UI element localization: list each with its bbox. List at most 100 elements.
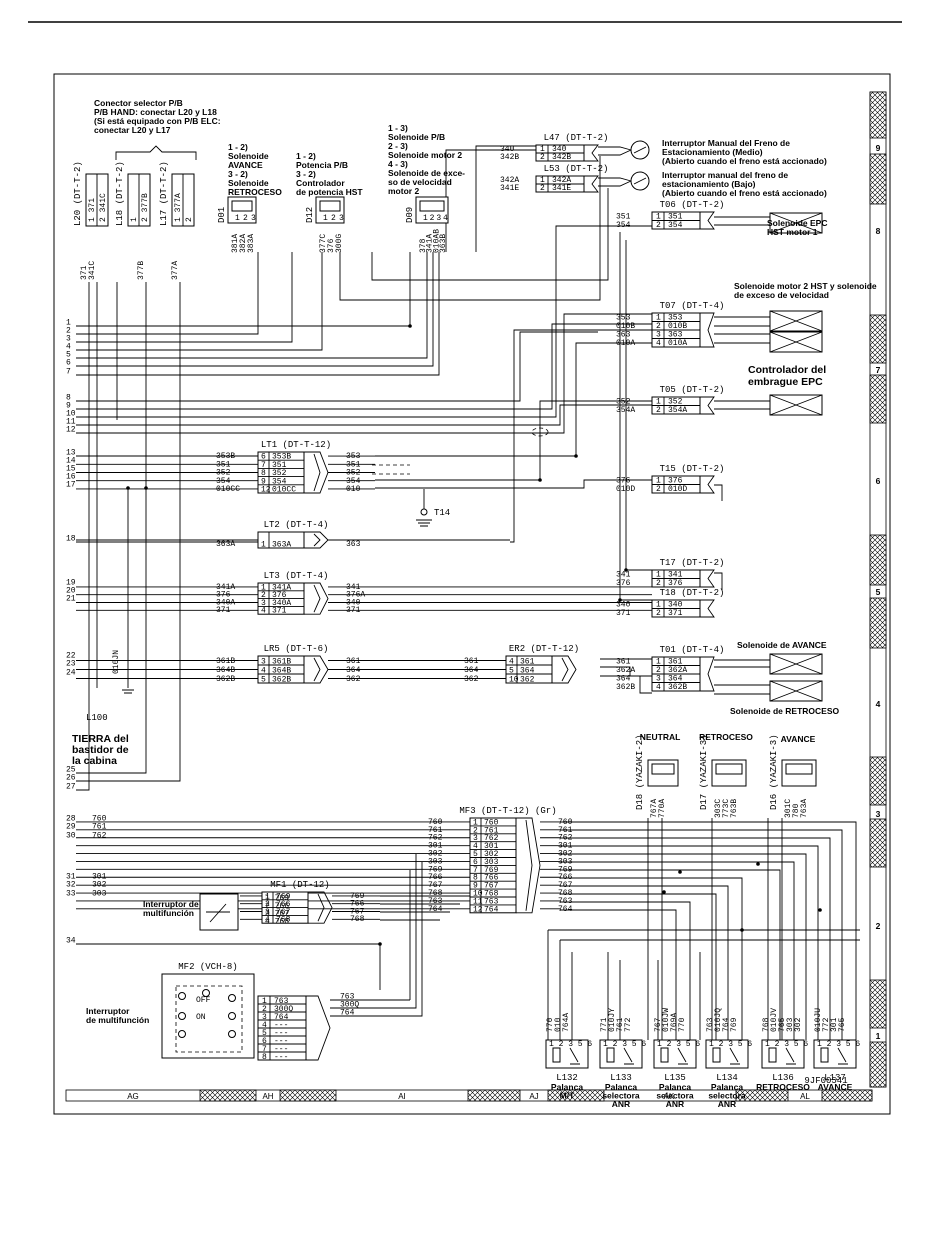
left-wire-number: 8 — [66, 394, 71, 403]
relay-pins: 1 2 3 5 6 — [817, 1040, 860, 1049]
pin-wire: 361 — [668, 658, 683, 667]
connector-body — [306, 995, 331, 1061]
wire-label: 010JQ — [714, 1008, 723, 1032]
pin-wire: 762 — [484, 834, 499, 843]
wire-label: 763B — [730, 799, 739, 818]
left-wire-number: 16 — [66, 473, 76, 482]
connector-body — [700, 211, 715, 230]
wire-label: 010 — [554, 1017, 563, 1032]
left-wire-number: 13 — [66, 449, 76, 458]
wire-label: 765 — [838, 1017, 847, 1032]
pin-number: 1 — [261, 541, 266, 550]
grid-column-label: AI — [398, 1092, 406, 1101]
pin-wire: 342A — [552, 176, 571, 185]
left-wire-number: 9 — [66, 402, 71, 411]
connector-latch — [319, 200, 341, 212]
pin-wire: 362B — [272, 676, 291, 685]
wire-label: 364 — [616, 675, 631, 684]
note-l53: estacionamiento (Bajo) — [662, 179, 756, 189]
switch-wire — [598, 177, 632, 187]
note-d01: Solenoide — [228, 178, 269, 188]
splice-dot — [574, 454, 578, 458]
terminal-icon — [178, 992, 186, 1000]
note-pb-selector: P/B HAND: conectar L20 y L18 — [94, 107, 217, 117]
wire-route — [76, 282, 90, 791]
note-d09: Solenoide motor 2 — [388, 150, 462, 160]
wire-label: 770 — [678, 1017, 687, 1032]
wire-label: 303 — [786, 1017, 795, 1032]
load-wire — [714, 216, 770, 226]
wire-label: 763 — [558, 897, 573, 906]
er2-title: ER2 (DT-T-12) — [509, 644, 579, 654]
left-wire-number: 10 — [66, 410, 76, 419]
splice-dot — [818, 908, 822, 912]
note-l53: (Abierto cuando el freno está accionado) — [662, 188, 827, 198]
pin-number: 1 — [265, 892, 270, 901]
wire-label: 763 — [428, 897, 443, 906]
pin-wire: 376 — [272, 591, 287, 600]
left-wire-number: 20 — [66, 587, 76, 596]
shield-icon — [531, 427, 549, 437]
note-d09: motor 2 — [388, 186, 419, 196]
pin-number: 2 — [265, 900, 270, 909]
grid-column-label: AG — [127, 1092, 139, 1101]
pin-wire: 351 — [272, 461, 287, 470]
terminal-icon — [228, 1030, 236, 1038]
pin-wire: 766 — [276, 900, 291, 909]
left-wire-number: 11 — [66, 418, 76, 427]
pin-wire: 361B — [272, 658, 291, 667]
wire-label: 376 — [327, 238, 336, 253]
wire-route — [560, 861, 795, 1040]
note-d09: 4 - 3) — [388, 159, 408, 169]
left-wire-number: 32 — [66, 881, 76, 890]
pin-number: 1 — [540, 176, 545, 185]
pin-wire: 764 — [484, 905, 499, 914]
pin-number: 1 — [473, 818, 478, 827]
er2-connector — [505, 655, 553, 684]
pin-number: 2 — [473, 826, 478, 835]
switch-contact — [633, 146, 647, 154]
pin-number: 2 — [261, 591, 266, 600]
wire-label: 340 — [616, 601, 631, 610]
wire-label: 010AB — [432, 229, 441, 253]
pin-number: 12 — [473, 905, 483, 914]
wire-label: 760 — [428, 818, 443, 827]
pin-wire: 769 — [276, 892, 291, 901]
wire-label: 361 — [346, 657, 361, 666]
pin-number: 1 — [656, 398, 661, 407]
left-wire-number: 17 — [66, 481, 76, 490]
note-d12: Potencia P/B — [296, 160, 348, 170]
wire-label: 301 — [558, 842, 573, 851]
relay-id: L137 — [824, 1073, 846, 1083]
connector-body — [700, 599, 715, 618]
connector-body — [516, 817, 541, 914]
note-ground: la cabina — [72, 755, 117, 767]
left-wire-number: 5 — [66, 351, 71, 360]
wire-label: 342B — [500, 153, 519, 162]
lt1-connector — [257, 451, 305, 494]
wire-label: 382A — [239, 234, 248, 253]
wire-label: 303 — [92, 890, 107, 899]
pin-wire: 341 — [668, 571, 683, 580]
d17-title: D17 (YAZAKI-3) — [699, 734, 709, 810]
relay-coil — [712, 1047, 721, 1063]
relay-name: AVANCE — [818, 1082, 853, 1092]
wire-label: 764 — [722, 1017, 731, 1032]
pin-wire: 303 — [484, 858, 499, 867]
pin-number: 7 — [261, 461, 266, 470]
pin-wire: 353B — [272, 453, 291, 462]
wire-label: 010CC — [216, 485, 240, 494]
note-d01: 1 - 2) — [228, 142, 248, 152]
left-wire-number: 25 — [66, 766, 76, 775]
relay-name: RETROCESO — [756, 1082, 810, 1092]
pin-number: 1 — [656, 477, 661, 486]
wire-route — [76, 282, 181, 782]
pin-label: 1 371 — [88, 198, 97, 222]
wire-label: 010 — [346, 485, 361, 494]
grid-column-label: AH — [262, 1092, 273, 1101]
wire-label: 302 — [558, 850, 573, 859]
t06-title: T06 (DT-T-2) — [660, 200, 725, 210]
note-neutral: NEUTRAL — [640, 732, 681, 742]
wire-label: 768 — [350, 915, 365, 924]
left-wire-number: 23 — [66, 660, 76, 669]
